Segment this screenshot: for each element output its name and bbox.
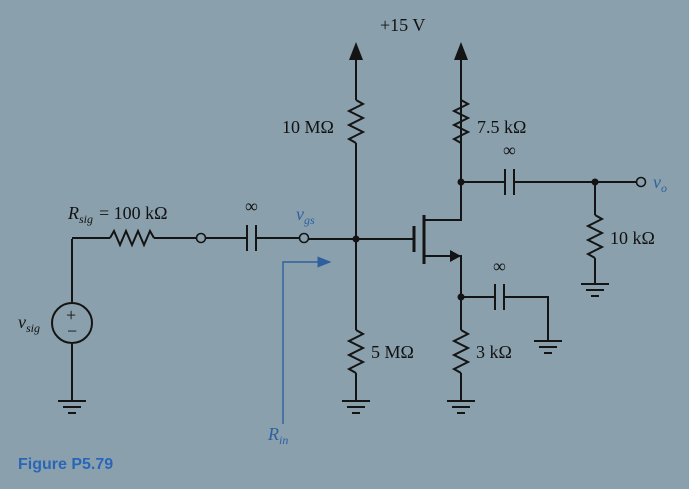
- resistor-load-10k: [585, 214, 605, 259]
- supply-arrow-left: [349, 42, 363, 60]
- vgs-terminal: [298, 232, 310, 244]
- supply-arrow-right: [454, 42, 468, 60]
- ground-symbol: [534, 340, 562, 354]
- label-r-drain: 7.5 kΩ: [477, 117, 526, 137]
- label-r-gate-bottom: 5 MΩ: [371, 342, 414, 362]
- source-network: [447, 284, 562, 414]
- label-vgs: vgs: [296, 204, 315, 227]
- label-vo: vo: [653, 172, 667, 195]
- rin-arrow: [282, 256, 332, 424]
- input-network: + −: [51, 225, 356, 414]
- resistor-7k5: [451, 99, 471, 144]
- input-terminal: [195, 232, 207, 244]
- label-cap-out: ∞: [503, 140, 516, 160]
- label-cap-bypass: ∞: [493, 256, 506, 276]
- ground-symbol: [58, 400, 86, 414]
- figure-caption: Figure P5.79: [18, 456, 114, 473]
- ground-symbol: [581, 283, 609, 297]
- gate-bias-network: [342, 42, 370, 414]
- label-r-gate-top: 10 MΩ: [282, 117, 334, 137]
- label-rsig: Rsig= 100 kΩ: [67, 203, 168, 226]
- source-minus-sign: −: [67, 321, 77, 341]
- resistor-rsig: [109, 228, 155, 248]
- label-r-load: 10 kΩ: [610, 228, 655, 248]
- resistor-3k: [451, 329, 471, 374]
- signal-source-circle: [51, 302, 93, 344]
- label-r-source: 3 kΩ: [476, 342, 512, 362]
- resistor-10meg: [346, 99, 366, 144]
- source-plus-sign: +: [66, 305, 76, 325]
- ground-symbol: [447, 400, 475, 414]
- drain-network: [451, 42, 647, 297]
- mosfet: [356, 58, 462, 297]
- output-terminal: [635, 176, 647, 188]
- label-vsig: vsig: [18, 312, 40, 335]
- label-rin: Rin: [267, 424, 288, 447]
- supply-label: +15 V: [380, 15, 425, 35]
- resistor-5meg: [346, 329, 366, 374]
- label-cap-in: ∞: [245, 196, 258, 216]
- ground-symbol: [342, 400, 370, 414]
